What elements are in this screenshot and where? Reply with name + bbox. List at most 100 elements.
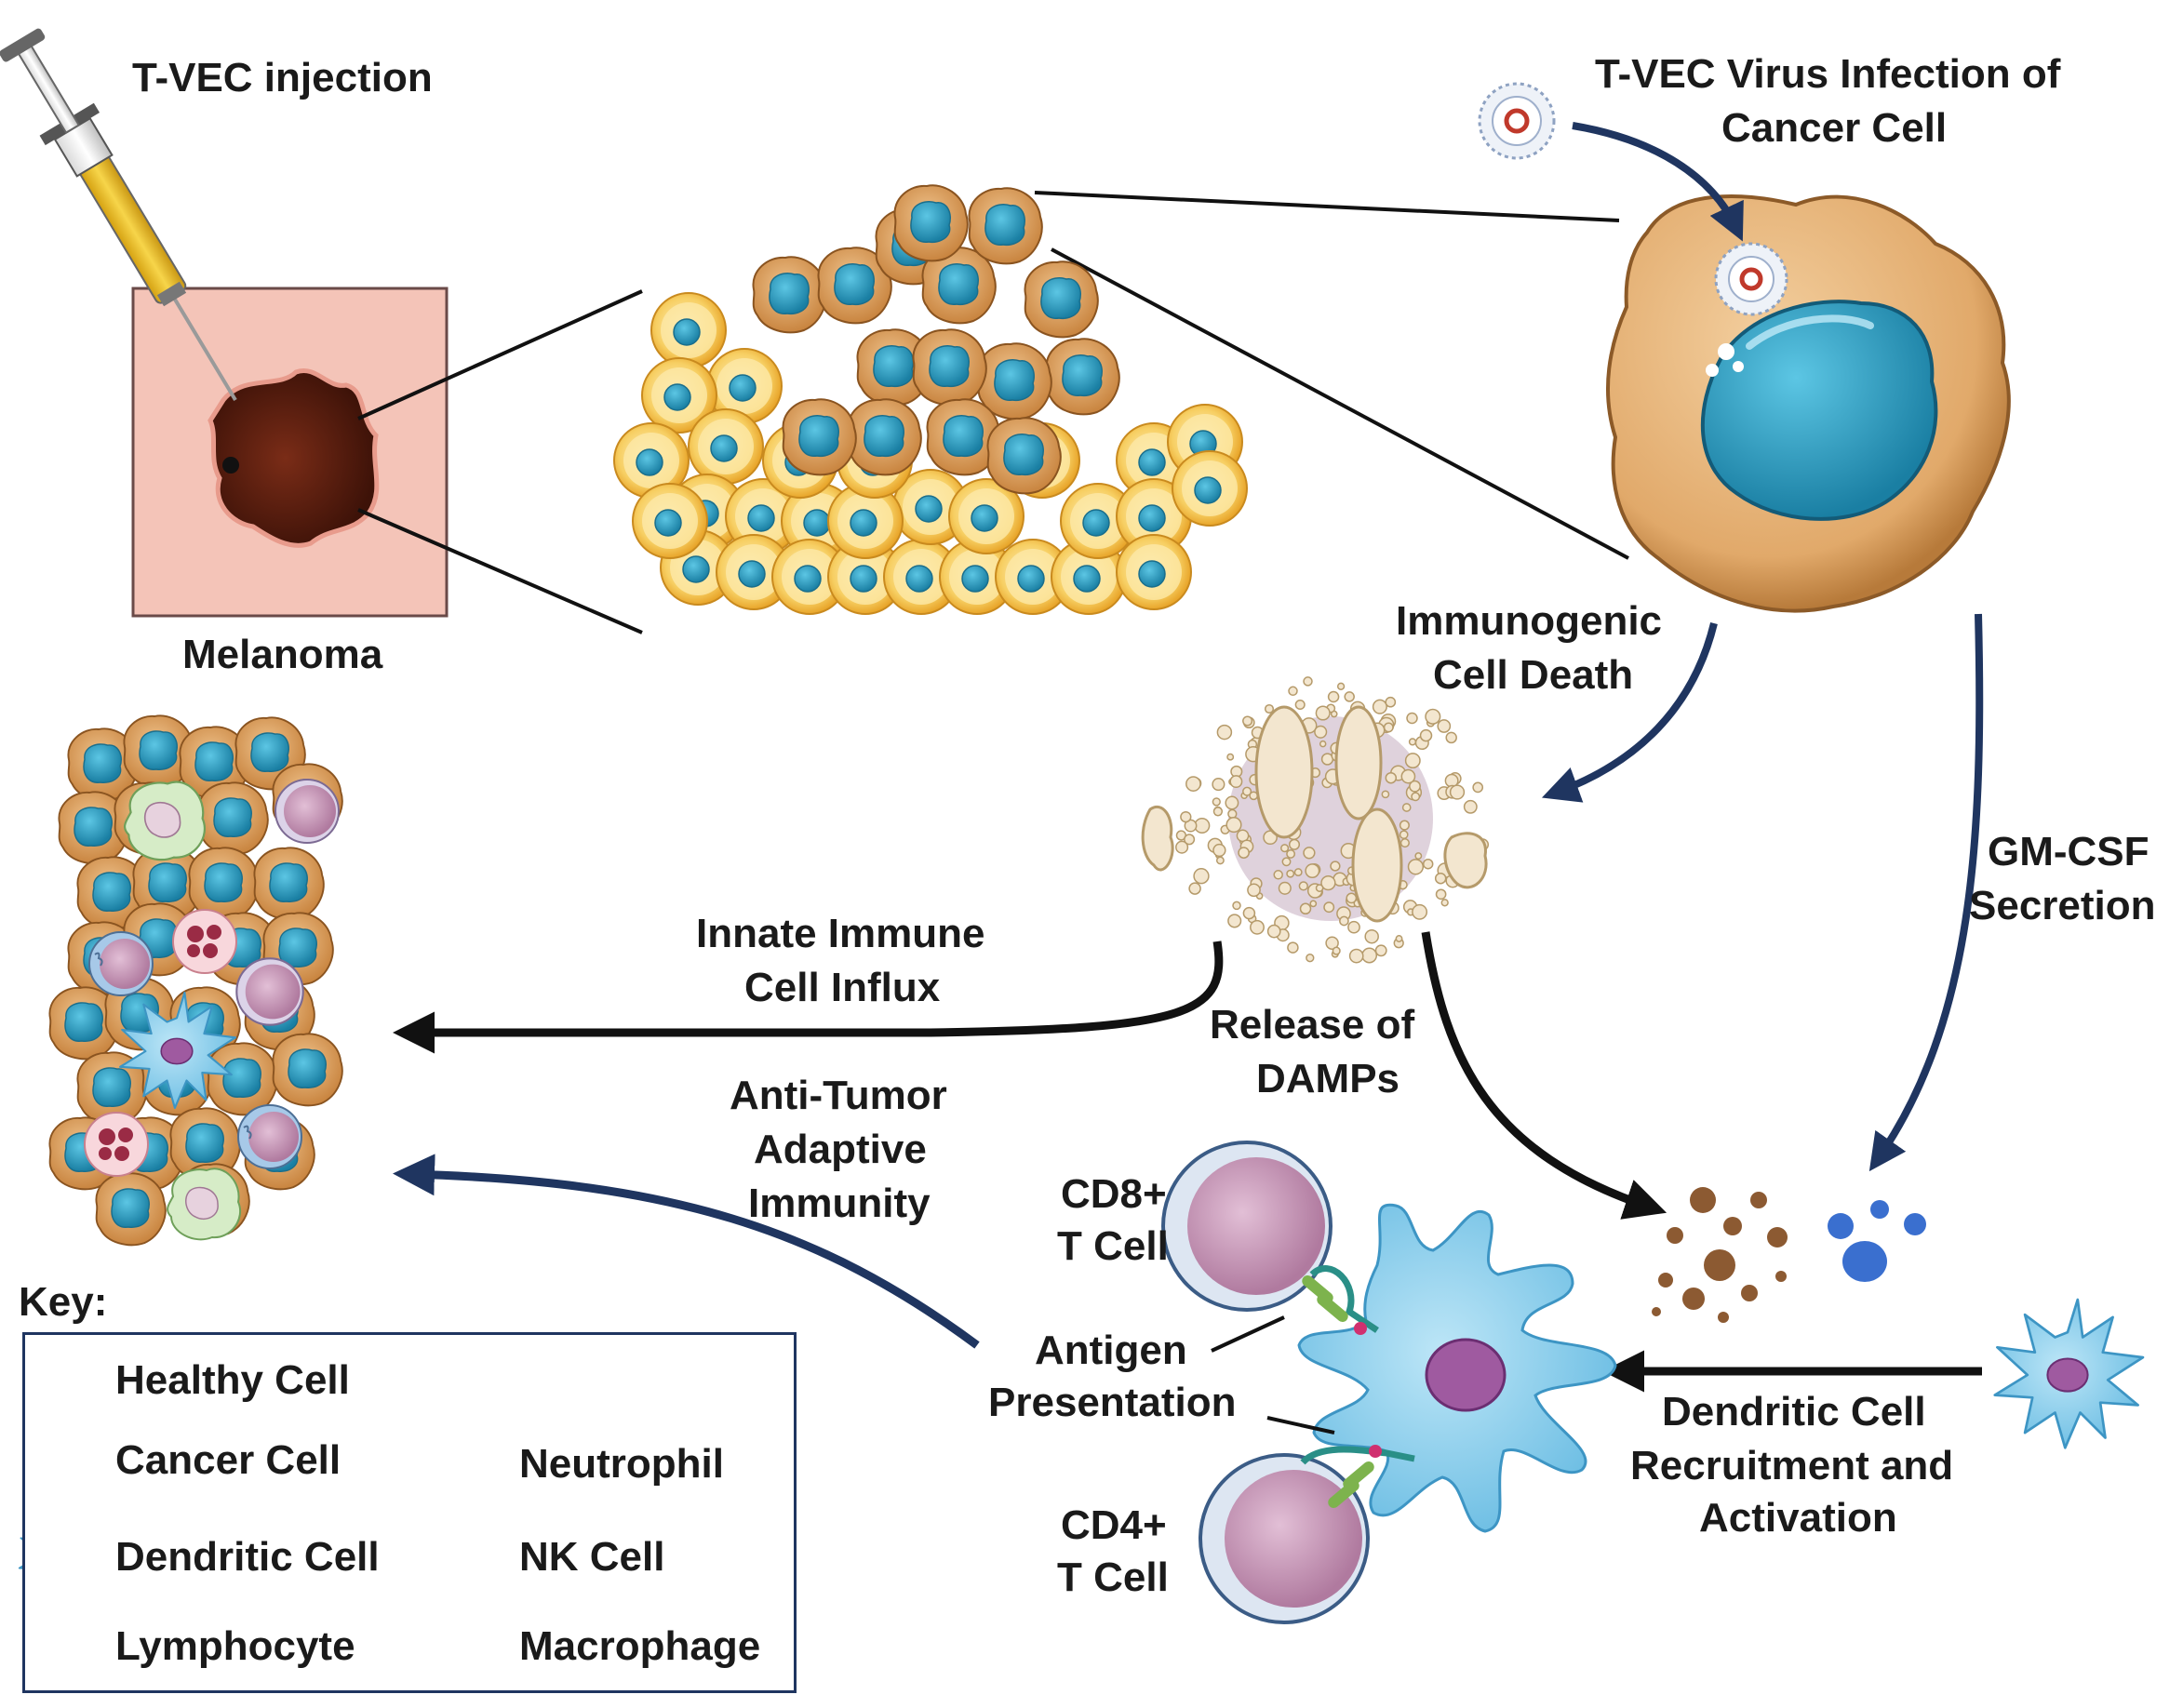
debris-fragment <box>1436 874 1446 884</box>
adaptive-label-line3: Immunity <box>748 1178 931 1230</box>
debris-fragment <box>1181 812 1191 822</box>
key-label-healthy-cell: Healthy Cell <box>115 1354 350 1407</box>
debris-fragment <box>1306 864 1319 877</box>
debris-fragment <box>1212 798 1220 806</box>
debris-fragment <box>1426 710 1440 725</box>
debris-fragment <box>1382 791 1388 797</box>
cancer-cell <box>1046 339 1118 414</box>
debris-fragment <box>1256 707 1312 837</box>
melanoma-label: Melanoma <box>182 629 382 681</box>
macrophage <box>167 1168 240 1239</box>
debris-fragment <box>1362 948 1376 962</box>
debris-fragment <box>1386 773 1396 783</box>
virus-icon <box>1480 84 1554 158</box>
debris-fragment <box>1340 916 1348 925</box>
debris-fragment <box>1410 739 1416 745</box>
debris-fragment <box>1185 834 1195 845</box>
debris-fragment <box>1451 785 1465 799</box>
debris-fragment <box>1421 730 1432 741</box>
debris-fragment <box>1281 845 1289 852</box>
debris-fragment <box>1413 905 1426 919</box>
debris-fragment <box>1409 860 1424 874</box>
debris-fragment <box>1226 818 1241 833</box>
cancer-cell <box>913 329 985 405</box>
nk-cell <box>238 1105 301 1168</box>
key-label-lymphocyte: Lymphocyte <box>115 1621 355 1673</box>
dc-recruitment-label-line1: Dendritic Cell <box>1662 1386 1926 1438</box>
cd4-t-cell <box>1200 1445 1414 1622</box>
debris-fragment <box>1446 732 1456 742</box>
neutrophil <box>173 910 236 973</box>
antigen-label-line1: Antigen <box>1035 1325 1187 1377</box>
infected-cancer-cell <box>1608 196 2009 611</box>
cd8-t-cell <box>1163 1142 1377 1335</box>
tumor-tissue-cluster <box>614 185 1247 614</box>
debris-fragment <box>1189 883 1200 894</box>
melanoma-skin-panel <box>133 288 447 616</box>
debris-fragment <box>1194 869 1209 884</box>
cancer-cell <box>273 1034 342 1105</box>
debris-fragment <box>1386 698 1395 707</box>
cancer-cell <box>189 847 258 919</box>
adaptive-label-line1: Anti-Tumor <box>730 1070 947 1122</box>
debris-fragment <box>1288 942 1298 953</box>
debris-fragment <box>1217 857 1224 863</box>
debris-fragment <box>1373 700 1387 714</box>
debris-fragment <box>1336 707 1381 819</box>
lymphocyte <box>275 780 339 843</box>
key-label-nk-cell: NK Cell <box>519 1531 664 1583</box>
debris-fragment <box>1350 950 1363 963</box>
debris-fragment <box>1233 901 1240 909</box>
neutrophil <box>85 1113 148 1176</box>
key-label-cancer-cell: Cancer Cell <box>115 1434 341 1487</box>
debris-fragment <box>1365 930 1378 943</box>
debris-fragment <box>1406 754 1420 767</box>
debris-fragment <box>1290 840 1300 850</box>
debris-fragment <box>1251 921 1264 934</box>
debris-fragment <box>1306 954 1314 962</box>
cancer-cell <box>987 418 1060 493</box>
debris-fragment <box>1186 777 1200 791</box>
debris-fragment <box>1412 793 1419 800</box>
debris-fragment <box>1287 871 1293 877</box>
debris-fragment <box>1396 936 1401 941</box>
gmcsf-particles <box>1828 1200 1926 1282</box>
debris-fragment <box>1315 727 1327 739</box>
dc-recruitment-label-line2: Recruitment and <box>1630 1440 1953 1492</box>
healthy-cell <box>1172 451 1247 526</box>
debris-fragment <box>1331 861 1340 871</box>
debris-fragment <box>1301 903 1311 914</box>
lymphocyte <box>236 958 302 1024</box>
debris-fragment <box>1401 770 1414 783</box>
debris-fragment <box>1424 860 1433 869</box>
debris-fragment <box>1329 692 1339 702</box>
cancer-cell <box>198 782 267 854</box>
key-label-macrophage: Macrophage <box>519 1621 760 1673</box>
debris-fragment <box>1243 716 1252 726</box>
debris-fragment <box>1295 701 1305 710</box>
innate-influx-label-line2: Cell Influx <box>744 962 940 1014</box>
icd-label-line2: Cell Death <box>1433 649 1633 701</box>
cd8-label-line2: T Cell <box>1057 1221 1169 1273</box>
cancer-cell <box>1025 261 1097 337</box>
debris-fragment <box>1287 850 1294 858</box>
debris-fragment <box>1228 810 1237 819</box>
tvec-injection-label: T-VEC injection <box>132 52 433 104</box>
debris-fragment <box>1279 883 1292 895</box>
antigen-label-line2: Presentation <box>988 1377 1237 1429</box>
cancer-cell <box>894 185 967 260</box>
macrophage <box>125 782 205 861</box>
cancer-cell <box>978 343 1051 419</box>
cancer-cell <box>208 1043 276 1114</box>
debris-fragment <box>1225 796 1238 808</box>
debris-fragment <box>1401 839 1410 847</box>
debris-fragment <box>1400 831 1408 838</box>
virus-icon-inside-cell <box>1716 244 1787 314</box>
cancer-cell <box>254 847 323 919</box>
debris-fragment <box>1239 847 1249 858</box>
cancer-cell <box>969 188 1041 263</box>
debris-fragment <box>1243 787 1252 795</box>
debris-fragment <box>1274 871 1282 879</box>
debris-fragment <box>1248 884 1260 896</box>
cancer-cell <box>96 1173 165 1245</box>
